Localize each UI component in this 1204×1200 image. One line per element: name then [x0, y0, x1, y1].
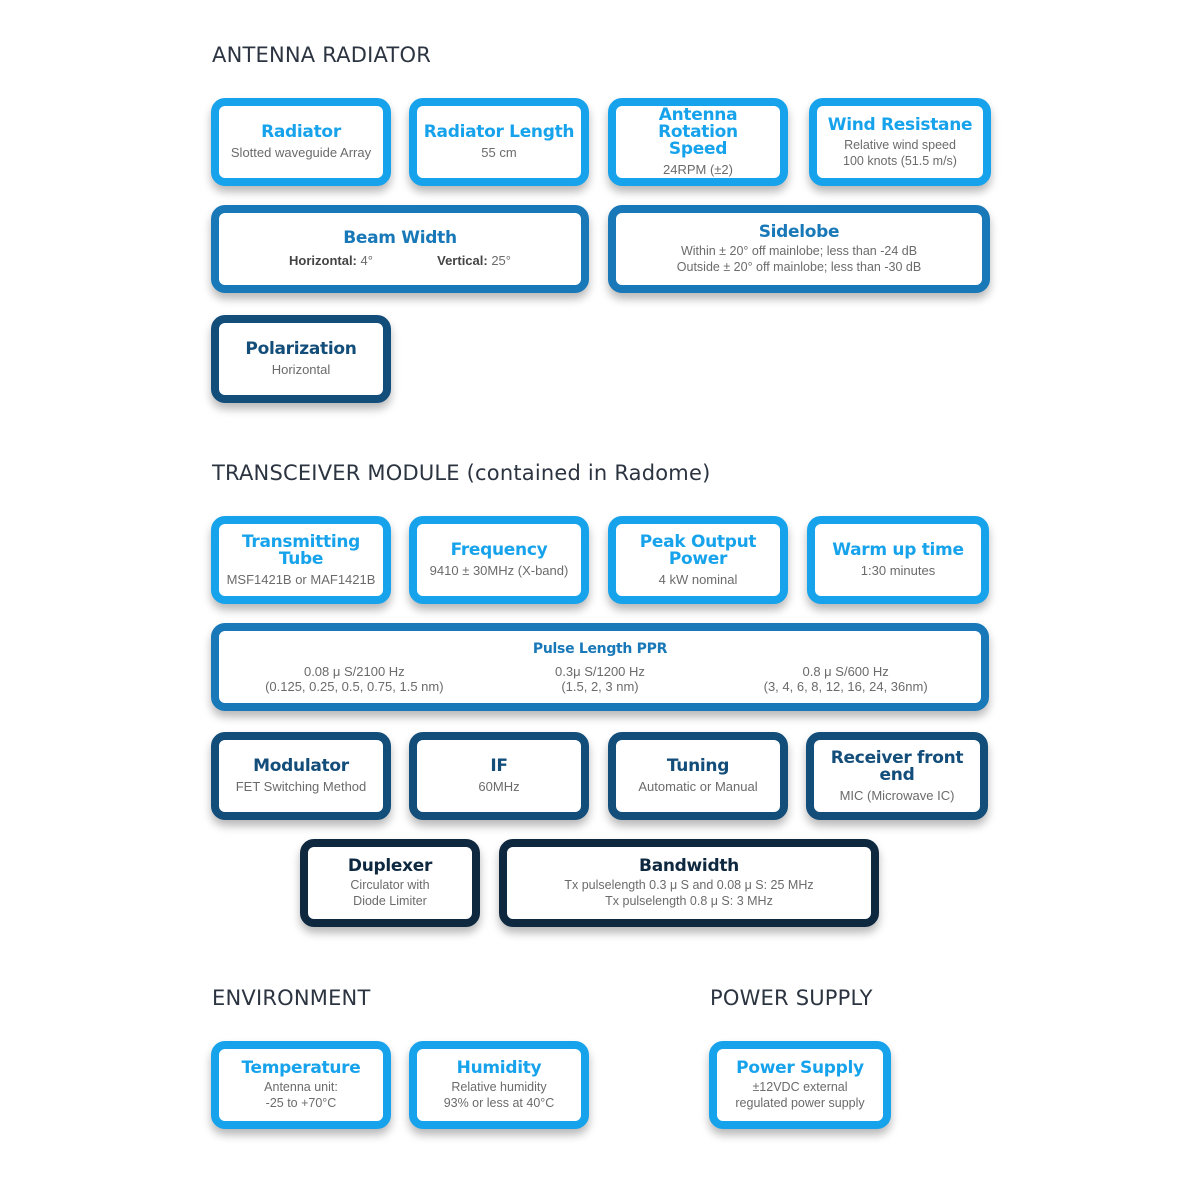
card-title: Beam Width — [343, 228, 457, 248]
card-line-1: Relative humidity — [451, 1080, 547, 1094]
card-humidity: Humidity Relative humidity 93% or less a… — [409, 1041, 589, 1129]
card-antenna-rotation-speed: Antenna Rotation Speed 24RPM (±2) — [608, 98, 788, 186]
card-value: 9410 ± 30MHz (X-band) — [429, 563, 569, 578]
card-value: FET Switching Method — [235, 779, 367, 794]
pulse-rate: 0.8 μ S/600 Hz — [802, 663, 889, 679]
vertical-value: 25° — [487, 253, 511, 268]
card-line-1: Within ± 20° off mainlobe; less than -24… — [680, 244, 918, 258]
card-line-1: Tx pulselength 0.3 μ S and 0.08 μ S: 25 … — [564, 878, 814, 892]
card-transmitting-tube: Transmitting Tube MSF1421B or MAF1421B — [211, 516, 391, 604]
card-title: Duplexer — [347, 856, 433, 876]
card-receiver-front-end: Receiver front end MIC (Microwave IC) — [806, 732, 988, 820]
card-modulator: Modulator FET Switching Method — [211, 732, 391, 820]
card-title: Receiver front end — [830, 747, 964, 785]
card-title: Temperature — [241, 1058, 361, 1078]
pulse-column: 0.8 μ S/600 Hz (3, 4, 6, 8, 12, 16, 24, … — [721, 664, 971, 694]
pulse-column: 0.08 μ S/2100 Hz (0.125, 0.25, 0.5, 0.75… — [229, 664, 479, 694]
card-power-supply: Power Supply ±12VDC external regulated p… — [709, 1041, 891, 1129]
card-value: MSF1421B or MAF1421B — [226, 571, 376, 587]
card-beam-width: Beam Width Horizontal: 4° Vertical: 25° — [211, 205, 589, 293]
pulse-length-columns: 0.08 μ S/2100 Hz (0.125, 0.25, 0.5, 0.75… — [219, 664, 981, 694]
pulse-ranges: (3, 4, 6, 8, 12, 16, 24, 36nm) — [763, 678, 928, 694]
card-line-2: Diode Limiter — [353, 894, 427, 908]
card-value: Horizontal — [271, 362, 331, 377]
card-line-2: -25 to +70°C — [265, 1096, 337, 1110]
card-title: Modulator — [253, 756, 349, 776]
beam-width-values: Horizontal: 4° Vertical: 25° — [219, 253, 581, 268]
beam-width-horizontal: Horizontal: 4° — [289, 253, 373, 268]
card-title: Transmitting Tube — [241, 531, 361, 569]
card-if: IF 60MHz — [409, 732, 589, 820]
card-wind-resistance: Wind Resistane Relative wind speed 100 k… — [809, 98, 991, 186]
card-radiator: Radiator Slotted waveguide Array — [211, 98, 391, 186]
card-title: Humidity — [456, 1058, 542, 1078]
card-line-2: 100 knots (51.5 m/s) — [843, 153, 957, 168]
card-title: Bandwidth — [639, 856, 739, 876]
pulse-ranges: (0.125, 0.25, 0.5, 0.75, 1.5 nm) — [265, 678, 444, 694]
card-value: Slotted waveguide Array — [230, 145, 372, 160]
card-title: IF — [490, 756, 508, 776]
card-line-1: ±12VDC external — [752, 1080, 848, 1094]
card-line-2: Outside ± 20° off mainlobe; less than -3… — [676, 260, 922, 274]
pulse-rate: 0.3μ S/1200 Hz — [555, 663, 645, 679]
card-line-1: Antenna unit: — [264, 1080, 338, 1094]
card-duplexer: Duplexer Circulator with Diode Limiter — [300, 839, 480, 927]
card-title: Warm up time — [832, 540, 964, 560]
card-value: 4 kW nominal — [658, 571, 738, 587]
card-temperature: Temperature Antenna unit: -25 to +70°C — [211, 1041, 391, 1129]
card-sidelobe: Sidelobe Within ± 20° off mainlobe; less… — [608, 205, 990, 293]
card-line-1: Circulator with — [350, 878, 430, 892]
card-title: Sidelobe — [758, 222, 840, 242]
section-title-transceiver-module: TRANSCEIVER MODULE (contained in Radome) — [212, 461, 711, 485]
card-peak-output-power: Peak Output Power 4 kW nominal — [608, 516, 788, 604]
card-value: Automatic or Manual — [638, 779, 758, 794]
card-title: Pulse Length PPR — [532, 640, 668, 657]
vertical-label: Vertical: — [437, 253, 488, 268]
card-title: Radiator Length — [423, 122, 575, 142]
beam-width-vertical: Vertical: 25° — [437, 253, 511, 268]
card-radiator-length: Radiator Length 55 cm — [409, 98, 589, 186]
card-value: 24RPM (±2) — [663, 162, 733, 177]
card-line-1: Relative wind speed — [844, 137, 956, 152]
card-title: Wind Resistane — [827, 114, 973, 135]
horizontal-value: 4° — [356, 253, 373, 268]
card-line-2: regulated power supply — [735, 1096, 865, 1110]
card-bandwidth: Bandwidth Tx pulselength 0.3 μ S and 0.0… — [499, 839, 879, 927]
card-title: Frequency — [450, 540, 548, 560]
card-value: MIC (Microwave IC) — [839, 787, 955, 803]
card-title: Polarization — [245, 339, 357, 359]
card-line-2: Tx pulselength 0.8 μ S: 3 MHz — [605, 894, 773, 908]
card-title: Tuning — [666, 756, 730, 776]
card-value: 55 cm — [481, 145, 517, 160]
section-title-power-supply: POWER SUPPLY — [710, 986, 873, 1010]
section-title-antenna-radiator: ANTENNA RADIATOR — [212, 43, 431, 67]
pulse-column: 0.3μ S/1200 Hz (1.5, 2, 3 nm) — [500, 664, 700, 694]
card-warm-up-time: Warm up time 1:30 minutes — [807, 516, 989, 604]
card-frequency: Frequency 9410 ± 30MHz (X-band) — [409, 516, 589, 604]
card-pulse-length-ppr: Pulse Length PPR 0.08 μ S/2100 Hz (0.125… — [211, 623, 989, 711]
card-polarization: Polarization Horizontal — [211, 315, 391, 403]
card-value: 60MHz — [478, 779, 520, 794]
card-value: 1:30 minutes — [860, 563, 936, 578]
pulse-rate: 0.08 μ S/2100 Hz — [303, 663, 405, 679]
card-line-2: 93% or less at 40°C — [443, 1096, 555, 1110]
card-title: Power Supply — [736, 1058, 864, 1078]
section-title-environment: ENVIRONMENT — [212, 986, 371, 1010]
horizontal-label: Horizontal: — [289, 253, 357, 268]
card-title: Antenna Rotation Speed — [658, 105, 738, 159]
card-title: Peak Output Power — [639, 531, 757, 569]
card-title: Radiator — [261, 122, 341, 142]
card-tuning: Tuning Automatic or Manual — [608, 732, 788, 820]
pulse-ranges: (1.5, 2, 3 nm) — [561, 678, 639, 694]
